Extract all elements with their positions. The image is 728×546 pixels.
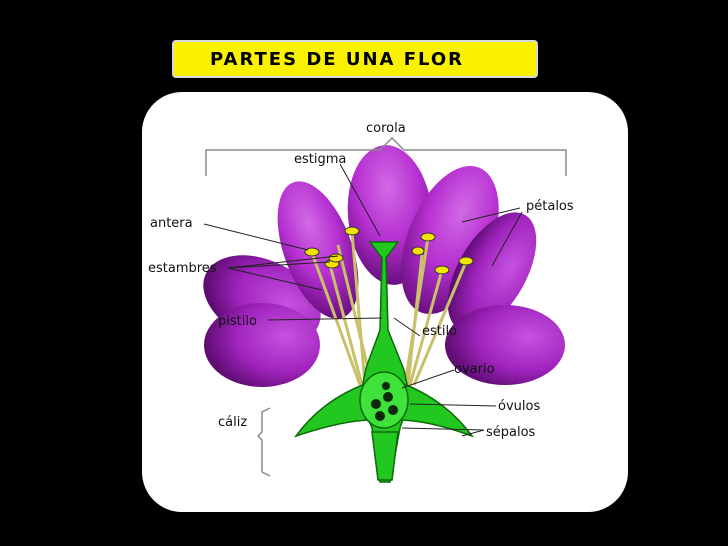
title-banner: PARTES DE UNA FLOR bbox=[172, 40, 538, 78]
petal-lower-right bbox=[445, 305, 565, 385]
ovule bbox=[383, 392, 393, 402]
stamens bbox=[310, 231, 468, 386]
petal-right bbox=[447, 212, 537, 332]
label-antera: antera bbox=[150, 216, 193, 231]
page-title: PARTES DE UNA FLOR bbox=[210, 49, 464, 70]
ovule bbox=[371, 399, 381, 409]
calyx bbox=[294, 382, 475, 481]
label-ovario: ovario bbox=[454, 362, 495, 377]
ovule bbox=[382, 382, 390, 390]
label-estambres: estambres bbox=[148, 261, 217, 276]
label-pistilo: pistilo bbox=[218, 314, 257, 329]
leader-lines bbox=[203, 163, 523, 437]
label-sepalos: sépalos bbox=[486, 425, 536, 440]
label-estilo: estilo bbox=[422, 324, 457, 339]
label-ovulos: óvulos bbox=[498, 399, 540, 414]
label-estigma: estigma bbox=[294, 152, 346, 167]
label-petalos: pétalos bbox=[526, 199, 574, 214]
ovule bbox=[388, 405, 398, 415]
petal-lower-left bbox=[204, 303, 320, 387]
ovule bbox=[375, 411, 385, 421]
label-corola: corola bbox=[366, 121, 406, 136]
label-caliz: cáliz bbox=[218, 415, 247, 430]
brackets bbox=[205, 136, 567, 477]
anthers bbox=[304, 226, 474, 275]
ovary bbox=[359, 371, 409, 429]
